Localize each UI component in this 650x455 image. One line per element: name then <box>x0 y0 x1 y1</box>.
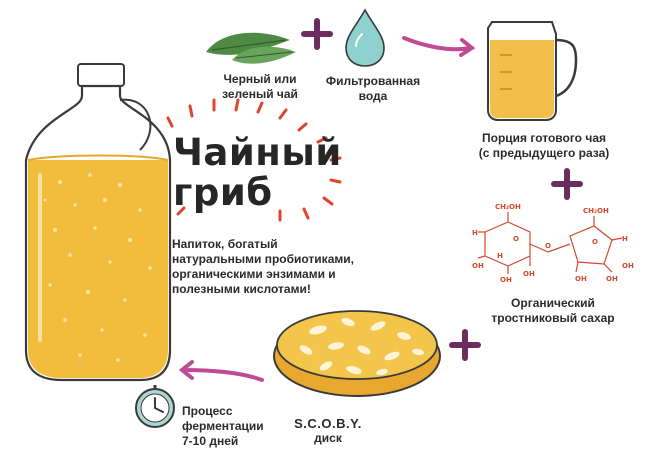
label-water-line-2: вода <box>358 89 388 103</box>
label-scoby-line-2: диск <box>314 431 342 445</box>
description: Напиток, богатый натуральными пробиотика… <box>172 237 412 297</box>
plus-sign-2 <box>551 168 583 200</box>
page-title: Чайный гриб <box>173 133 342 213</box>
description-line-1: Напиток, богатый <box>172 237 278 251</box>
label-fermentation: Процесс ферментации 7-10 дней <box>182 404 272 449</box>
plus-sign-1 <box>301 18 333 50</box>
label-fermentation-line-3: 7-10 дней <box>182 434 239 448</box>
scoby-disc-icon <box>273 310 441 397</box>
label-sugar-line-1: Органический <box>511 296 595 310</box>
water-drop-icon <box>345 8 385 67</box>
label-tea-line-1: Черный или <box>223 72 297 86</box>
label-sugar: Органический тростниковый сахар <box>478 296 628 326</box>
label-scoby-line-1: S.C.O.B.Y. <box>294 416 362 431</box>
chem-h-1: H <box>472 229 478 237</box>
tea-leaves-icon <box>206 32 296 64</box>
chem-h-2: H <box>497 252 503 260</box>
label-water: Фильтрованная вода <box>318 74 428 104</box>
chem-oh-4: OH <box>575 275 587 283</box>
chem-h-3: H <box>622 235 628 243</box>
chem-oh-3: OH <box>523 270 535 278</box>
description-line-3: органическими энзимами и <box>172 267 336 281</box>
chem-o-1: O <box>513 235 519 243</box>
label-tea: Черный или зеленый чай <box>205 72 315 102</box>
label-fermentation-line-2: ферментации <box>182 419 264 433</box>
label-tea-line-2: зеленый чай <box>222 87 298 101</box>
arrow-water-to-jug <box>402 36 476 57</box>
clock-icon <box>135 385 175 428</box>
description-line-2: натуральными пробиотиками, <box>172 252 354 266</box>
chem-o-2: O <box>545 242 551 250</box>
title-line-1: Чайный <box>173 131 342 174</box>
glass-jar-icon <box>24 63 172 382</box>
label-ready-tea-line-1: Порция готового чая <box>482 131 606 145</box>
label-fermentation-line-1: Процесс <box>182 404 233 418</box>
title-dashes <box>166 98 342 222</box>
chem-ch2oh-1: CH₂OH <box>495 203 521 211</box>
sucrose-molecule-icon: CH₂OH CH₂OH H O OH H OH OH O O H OH OH O… <box>472 203 634 284</box>
chem-oh-2: OH <box>500 276 512 284</box>
chem-oh-1: OH <box>472 262 484 270</box>
label-scoby: S.C.O.B.Y. диск <box>288 416 368 446</box>
chem-ch2oh-2: CH₂OH <box>583 207 609 215</box>
arrow-scoby-to-jar <box>178 360 264 382</box>
chem-oh-5: OH <box>606 275 618 283</box>
title-line-2: гриб <box>173 171 273 214</box>
measuring-jug-icon <box>487 21 578 121</box>
description-line-4: полезными кислотами! <box>172 282 311 296</box>
chem-oh-6: OH <box>622 262 634 270</box>
label-ready-tea: Порция готового чая (с предыдущего раза) <box>470 131 618 161</box>
label-ready-tea-line-2: (с предыдущего раза) <box>478 146 610 160</box>
plus-sign-3 <box>449 329 481 361</box>
chem-o-3: O <box>592 238 598 246</box>
label-water-line-1: Фильтрованная <box>325 74 421 88</box>
label-sugar-line-2: тростниковый сахар <box>491 311 615 325</box>
